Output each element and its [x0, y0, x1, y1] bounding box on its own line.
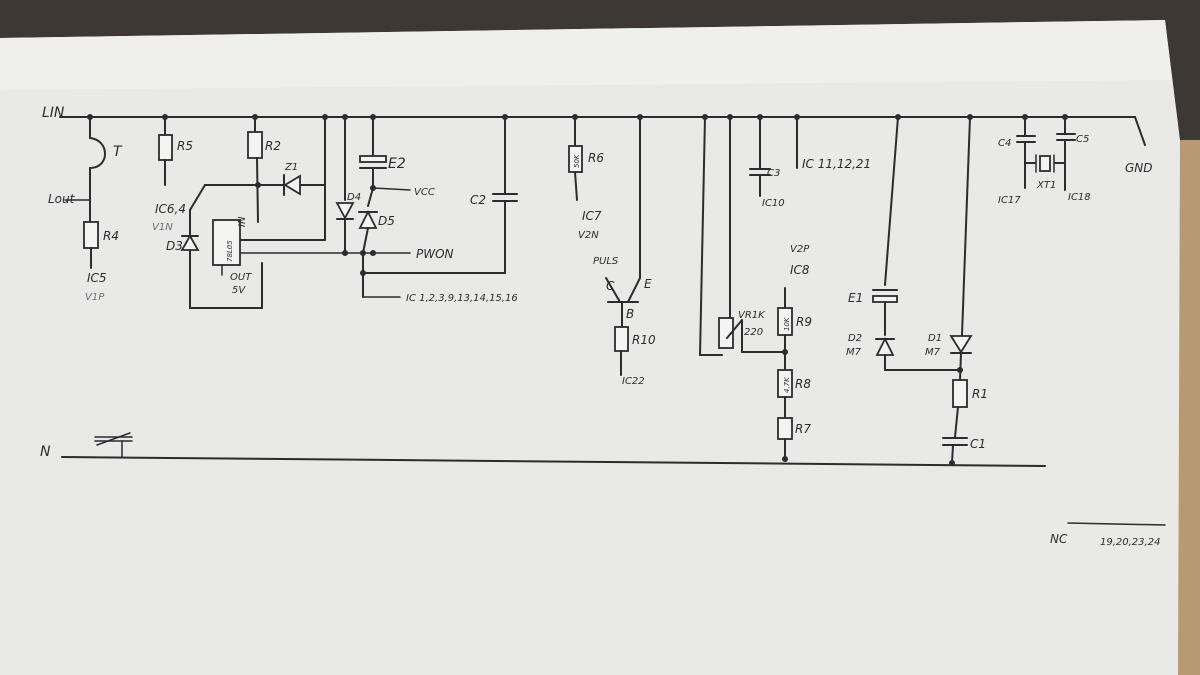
resistor-r5 — [158, 116, 173, 186]
label-c5: C5 — [1076, 134, 1089, 145]
diode-d2 — [875, 336, 961, 371]
label-e2: E2 — [388, 156, 406, 172]
label-ic17: IC17 — [998, 195, 1021, 206]
resistor-r6 — [568, 116, 583, 201]
label-r9: R9 — [796, 315, 812, 329]
crystal-xt1 — [1024, 154, 1066, 173]
label-vr1k-value: 220 — [744, 327, 763, 338]
label-d2-type: M7 — [846, 347, 862, 358]
label-d5: D5 — [378, 214, 395, 228]
labels: LIN Lout N GND NC 19,20,23,24 T R4 IC5 V… — [40, 105, 1160, 548]
potentiometer-vr1k — [699, 116, 786, 356]
label-trans-c: C — [606, 279, 615, 293]
capacitor-c5 — [1056, 116, 1076, 191]
label-ic18: IC18 — [1068, 192, 1091, 203]
label-78l05: 78L05 — [226, 240, 234, 262]
label-r8-value: 4,7K — [783, 376, 791, 393]
label-l-out: Lout — [48, 192, 76, 206]
label-d2: D2 — [848, 333, 862, 344]
label-c2: C2 — [470, 193, 486, 207]
label-vcc: VCC — [414, 187, 435, 198]
label-r7: R7 — [795, 422, 811, 436]
label-trans-e: E — [644, 277, 652, 291]
label-r9-value: 10K — [783, 316, 791, 331]
resistor-r8 — [777, 369, 793, 419]
zener-z1 — [204, 116, 326, 241]
label-reg-5v: 5V — [232, 285, 246, 296]
label-l-in: LIN — [42, 105, 65, 121]
label-ic7: IC7 — [582, 209, 602, 223]
label-reg-out: OUT — [230, 272, 252, 283]
nc-line — [1067, 522, 1166, 526]
label-d1: D1 — [928, 333, 942, 344]
thermal-switch-t — [64, 116, 106, 223]
label-ic-11-12-21: IC 11,12,21 — [802, 157, 871, 171]
l-in-rail — [59, 116, 1146, 146]
label-nc: NC — [1050, 532, 1068, 546]
label-z1: Z1 — [284, 162, 298, 173]
label-xt1: XT1 — [1036, 180, 1056, 191]
label-nc-pins: 19,20,23,24 — [1100, 537, 1160, 548]
label-r2: R2 — [265, 139, 281, 153]
label-r4: R4 — [103, 229, 119, 243]
label-ic10: IC10 — [762, 198, 785, 209]
label-pwon: PWON — [416, 247, 454, 261]
label-v2p: V2P — [790, 244, 810, 255]
regulator-78l05 — [212, 219, 364, 276]
label-ic64: IC6,4 — [155, 202, 186, 216]
diode-d1 — [949, 116, 973, 381]
label-r10: R10 — [632, 333, 656, 347]
label-t: T — [113, 144, 123, 160]
label-d1-type: M7 — [925, 347, 941, 358]
label-reg-in: IN — [237, 216, 248, 227]
transistor — [605, 116, 641, 328]
capacitor-c3 — [749, 116, 771, 197]
zener-d5 — [358, 187, 411, 298]
paper-sheet — [0, 20, 1180, 675]
label-e1: E1 — [848, 291, 863, 305]
label-r8: R8 — [795, 377, 811, 391]
capacitor-e1 — [872, 116, 899, 336]
capacitor-c1 — [942, 437, 968, 464]
label-trans-b: B — [626, 307, 634, 321]
capacitor-c4 — [1016, 116, 1036, 189]
label-puls: PULS — [593, 256, 619, 267]
label-c3: C3 — [767, 168, 780, 179]
label-ic8: IC8 — [790, 263, 810, 277]
resistor-r2 — [247, 116, 263, 223]
resistor-r4 — [83, 221, 99, 269]
label-ic5: IC5 — [87, 271, 107, 285]
resistor-r10 — [614, 326, 629, 376]
capacitor-e2 — [359, 116, 411, 191]
label-c4: C4 — [998, 138, 1011, 149]
label-v1n: V1N — [152, 222, 173, 233]
label-gnd: GND — [1125, 161, 1153, 175]
resistor-r9 — [777, 287, 793, 371]
resistor-r1 — [952, 379, 968, 438]
neutral-strike — [94, 432, 133, 458]
capacitor-c2 — [362, 116, 518, 274]
diode-d3 — [180, 184, 263, 309]
label-ic-gnd-list: IC 1,2,3,9,13,14,15,16 — [406, 293, 518, 304]
label-c1: C1 — [970, 437, 986, 451]
label-vr1k: VR1K — [738, 310, 766, 321]
paper-highlight — [0, 20, 1172, 90]
label-neutral: N — [40, 444, 51, 460]
label-r1: R1 — [972, 387, 988, 401]
neutral-rail — [61, 456, 1046, 467]
diode-d4 — [335, 116, 355, 254]
label-r5: R5 — [177, 139, 193, 153]
label-r6-value: 50K — [573, 153, 581, 168]
label-v2n: V2N — [578, 230, 599, 241]
label-v1p-left: V1P — [85, 292, 105, 303]
label-d3: D3 — [166, 239, 183, 253]
label-r6: R6 — [588, 151, 604, 165]
label-d4: D4 — [347, 192, 361, 203]
resistor-r7 — [777, 417, 793, 460]
label-ic22: IC22 — [622, 376, 645, 387]
